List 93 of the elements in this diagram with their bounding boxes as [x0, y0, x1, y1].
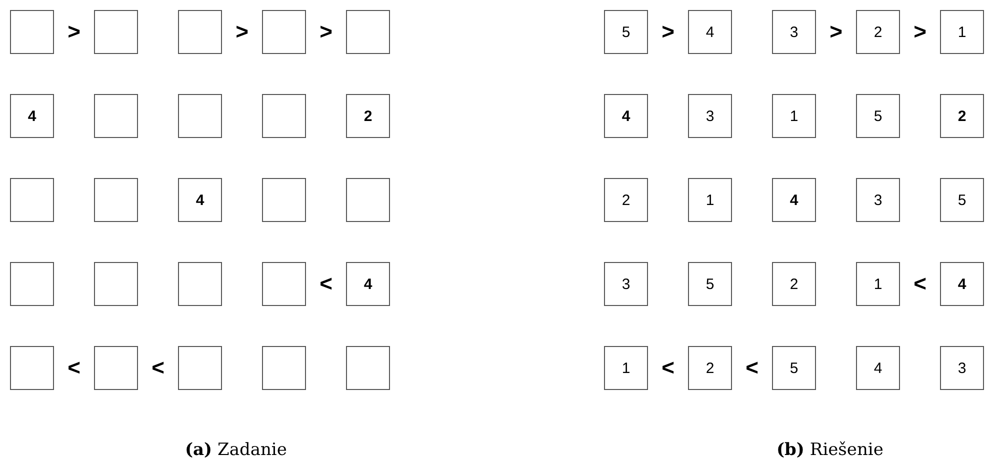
- cell-number: 4: [872, 360, 884, 377]
- cell-number: 3: [704, 108, 716, 125]
- cell-number: 4: [620, 108, 632, 125]
- cell-number: 4: [956, 276, 968, 293]
- grid-cell: [604, 346, 648, 390]
- grid-cell: [772, 10, 816, 54]
- grid-cell: [346, 346, 390, 390]
- cell-number: 5: [788, 360, 800, 377]
- cell-number: 1: [620, 360, 632, 377]
- inequality-sign: <: [745, 356, 759, 380]
- grid-cell: [178, 262, 222, 306]
- inequality-sign: <: [67, 356, 81, 380]
- inequality-sign: <: [661, 356, 675, 380]
- cell-number: 4: [194, 192, 206, 209]
- cell-number: 1: [872, 276, 884, 293]
- inequality-sign: >: [235, 20, 249, 44]
- cell-number: 3: [872, 192, 884, 209]
- cell-number: 4: [704, 24, 716, 41]
- grid-cell: [262, 346, 306, 390]
- grid-cell: [604, 10, 648, 54]
- cell-number: 3: [620, 276, 632, 293]
- grid-cell: [856, 94, 900, 138]
- cell-number: 2: [956, 108, 968, 125]
- cell-number: 3: [788, 24, 800, 41]
- grid-cell: [940, 94, 984, 138]
- inequality-sign: >: [319, 20, 333, 44]
- grid-cell: [94, 94, 138, 138]
- grid-cell: [940, 10, 984, 54]
- grid-cell: [94, 10, 138, 54]
- grid-cell: [10, 178, 54, 222]
- grid-cell: [178, 178, 222, 222]
- grid-cell: [178, 346, 222, 390]
- grid-cell: [688, 10, 732, 54]
- cell-number: 4: [788, 192, 800, 209]
- cell-number: 1: [956, 24, 968, 41]
- cell-number: 5: [620, 24, 632, 41]
- grid-cell: [10, 10, 54, 54]
- cell-number: 3: [956, 360, 968, 377]
- grid-cell: [10, 262, 54, 306]
- inequality-sign: >: [913, 20, 927, 44]
- inequality-sign: <: [913, 272, 927, 296]
- grid-cell: [94, 178, 138, 222]
- inequality-sign: >: [829, 20, 843, 44]
- cell-number: 5: [704, 276, 716, 293]
- inequality-sign: <: [151, 356, 165, 380]
- grid-cell: [688, 94, 732, 138]
- grid-cell: [262, 94, 306, 138]
- grid-cell: [688, 178, 732, 222]
- grid-cell: [178, 94, 222, 138]
- grid-cell: [10, 94, 54, 138]
- cell-number: 2: [620, 192, 632, 209]
- grid-cell: [262, 10, 306, 54]
- grid-cell: [346, 94, 390, 138]
- cell-number: 1: [704, 192, 716, 209]
- grid-cell: [178, 10, 222, 54]
- inequality-sign: <: [319, 272, 333, 296]
- cell-number: 5: [956, 192, 968, 209]
- cell-number: 2: [872, 24, 884, 41]
- grid-cell: [772, 262, 816, 306]
- cell-number: 2: [704, 360, 716, 377]
- grid-cell: [262, 178, 306, 222]
- caption: (a) Zadanie: [185, 440, 287, 460]
- grid-cell: [856, 178, 900, 222]
- grid-cell: [856, 10, 900, 54]
- inequality-sign: >: [67, 20, 81, 44]
- grid-cell: [772, 346, 816, 390]
- cell-number: 1: [788, 108, 800, 125]
- grid-cell: [346, 178, 390, 222]
- grid-cell: [940, 262, 984, 306]
- grid-cell: [856, 346, 900, 390]
- caption: (b) Riešenie: [776, 440, 884, 460]
- grid-cell: [346, 10, 390, 54]
- grid-cell: [604, 178, 648, 222]
- grid-cell: [604, 262, 648, 306]
- inequality-sign: >: [661, 20, 675, 44]
- grid-cell: [604, 94, 648, 138]
- cell-number: 2: [788, 276, 800, 293]
- grid-cell: [10, 346, 54, 390]
- grid-cell: [772, 178, 816, 222]
- grid-cell: [94, 346, 138, 390]
- grid-cell: [346, 262, 390, 306]
- cell-number: 4: [362, 276, 374, 293]
- grid-cell: [772, 94, 816, 138]
- grid-cell: [940, 346, 984, 390]
- grid-cell: [94, 262, 138, 306]
- grid-cell: [688, 262, 732, 306]
- grid-cell: [688, 346, 732, 390]
- grid-cell: [262, 262, 306, 306]
- grid-cell: [856, 262, 900, 306]
- grid-cell: [940, 178, 984, 222]
- cell-number: 5: [872, 108, 884, 125]
- cell-number: 2: [362, 108, 374, 125]
- cell-number: 4: [26, 108, 38, 125]
